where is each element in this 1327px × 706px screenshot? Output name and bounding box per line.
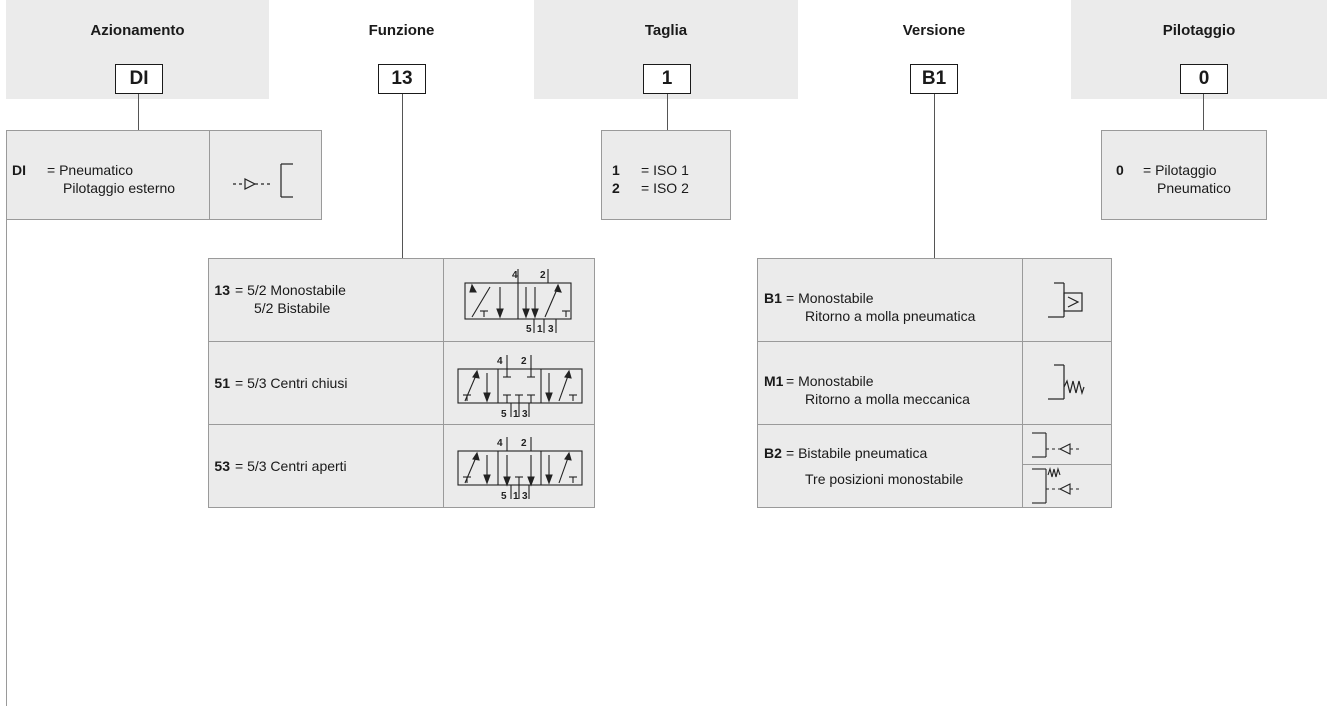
version-desc-line1: = Bistabile pneumatica <box>786 445 928 461</box>
connector-line <box>138 94 139 131</box>
valve-5-3-open-symbol: 4 2 5 1 3 <box>457 437 583 502</box>
funzione-table: 13 = 5/2 Monostabile 5/2 Bistabile 51 = … <box>208 258 595 508</box>
version-code: M1 <box>764 373 784 389</box>
header-funzione: Funzione 13 <box>270 0 533 99</box>
port-label: 4 <box>512 270 518 281</box>
version-code: B1 <box>764 290 782 306</box>
header-title: Pilotaggio <box>1162 22 1236 39</box>
version-desc-line2: Ritorno a molla meccanica <box>805 391 970 407</box>
connector-line <box>1203 94 1204 131</box>
header-title: Azionamento <box>90 22 185 39</box>
header-versione: Versione B1 <box>799 0 1069 99</box>
port-label: 3 <box>522 491 528 502</box>
option-code: 2 <box>612 180 620 196</box>
code-box: 13 <box>378 64 426 94</box>
option-code: DI <box>12 162 26 178</box>
version-desc-line2: Ritorno a molla pneumatica <box>805 308 976 324</box>
port-label: 1 <box>513 409 519 420</box>
header-title: Taglia <box>644 22 688 39</box>
port-label: 2 <box>521 356 527 367</box>
version-desc-line1: = Monostabile <box>786 290 874 306</box>
option-desc-line2: Pneumatico <box>1157 180 1231 196</box>
option-label: = ISO 2 <box>641 180 689 196</box>
air-spring-return-symbol <box>1048 282 1083 318</box>
header-title: Versione <box>902 22 966 39</box>
port-label: 4 <box>497 438 503 449</box>
function-desc-line1: = 5/3 Centri chiusi <box>235 375 348 391</box>
function-code: 51 <box>214 375 230 391</box>
pilotaggio-option: 0 = Pilotaggio Pneumatico <box>1101 130 1267 220</box>
version-desc-line1: = Monostabile <box>786 373 874 389</box>
row-divider <box>209 424 594 425</box>
azionamento-option: DI = Pneumatico Pilotaggio esterno <box>6 130 322 220</box>
row-divider <box>758 341 1111 342</box>
header-title: Funzione <box>368 22 435 39</box>
pneumatic-pilot-symbol <box>1032 432 1082 504</box>
function-code: 13 <box>214 282 230 298</box>
code-box: 0 <box>1180 64 1228 94</box>
header-azionamento: Azionamento DI <box>6 0 269 99</box>
port-label: 4 <box>497 356 503 367</box>
port-label: 1 <box>513 491 519 502</box>
port-label: 5 <box>526 324 532 335</box>
versione-table: B1 = Monostabile Ritorno a molla pneumat… <box>757 258 1112 508</box>
cell-divider <box>443 259 444 507</box>
port-label: 3 <box>548 324 554 335</box>
port-label: 2 <box>521 438 527 449</box>
mechanical-spring-return-symbol <box>1048 364 1085 400</box>
code-box: DI <box>115 64 163 94</box>
connector-line <box>934 94 935 259</box>
function-desc-line1: = 5/3 Centri aperti <box>235 458 347 474</box>
option-label: = ISO 1 <box>641 162 689 178</box>
cell-divider <box>209 131 210 219</box>
port-label: 5 <box>501 491 507 502</box>
code-box: B1 <box>910 64 958 94</box>
connector-line <box>667 94 668 131</box>
port-label: 5 <box>501 409 507 420</box>
row-divider <box>758 424 1111 425</box>
option-desc-line1: = Pilotaggio <box>1143 162 1217 178</box>
option-code: 0 <box>1116 162 1124 178</box>
header-taglia: Taglia 1 <box>534 0 798 99</box>
left-border-rule <box>6 220 7 706</box>
function-desc-line1: = 5/2 Monostabile <box>235 282 346 298</box>
option-desc-line2: Pilotaggio esterno <box>63 180 176 196</box>
valve-5-2-symbol: 4 2 5 1 3 <box>464 269 572 335</box>
cell-divider <box>1022 259 1023 507</box>
row-divider <box>1022 464 1111 465</box>
code-box: 1 <box>643 64 691 94</box>
function-code: 53 <box>214 458 230 474</box>
external-pilot-symbol <box>233 163 293 198</box>
taglia-option: 1 = ISO 1 2 = ISO 2 <box>601 130 731 220</box>
valve-5-3-closed-symbol: 4 2 5 1 3 <box>457 355 583 420</box>
function-desc-line2: 5/2 Bistabile <box>254 300 331 316</box>
version-code: B2 <box>764 445 782 461</box>
version-desc-line2: Tre posizioni monostabile <box>805 471 964 487</box>
option-desc-line1: = Pneumatico <box>47 162 133 178</box>
header-pilotaggio: Pilotaggio 0 <box>1071 0 1327 99</box>
option-code: 1 <box>612 162 620 178</box>
port-label: 2 <box>540 270 546 281</box>
port-label: 1 <box>537 324 543 335</box>
port-label: 3 <box>522 409 528 420</box>
connector-line <box>402 94 403 259</box>
row-divider <box>209 341 594 342</box>
